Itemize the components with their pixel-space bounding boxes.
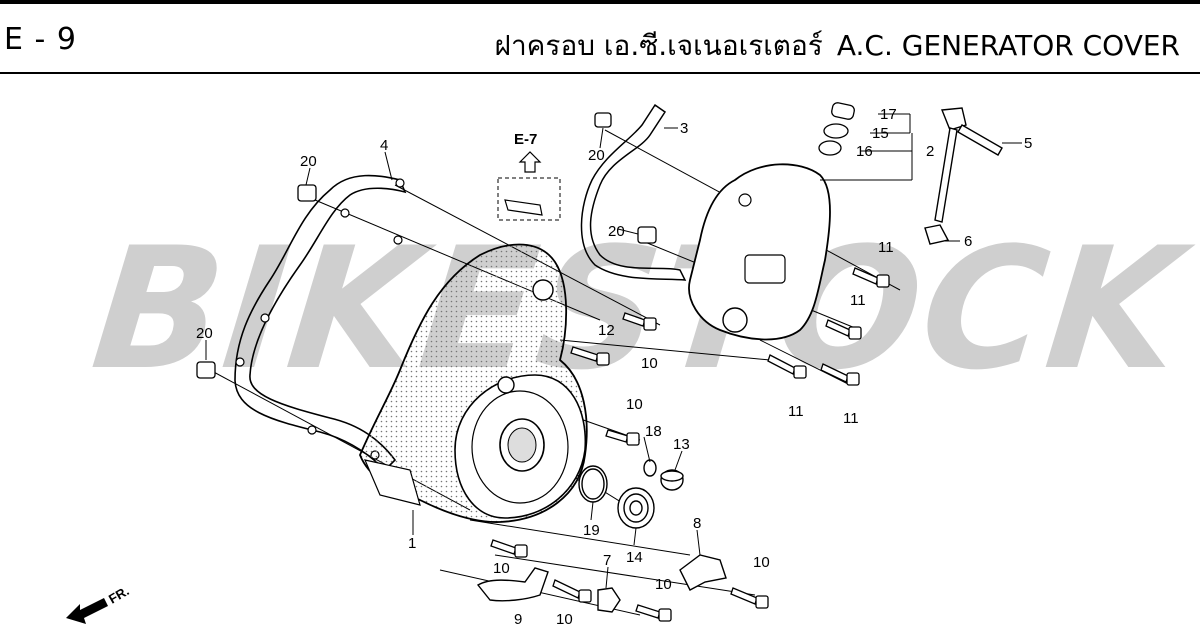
seals-and-plugs [578,459,684,529]
callout-10a: 10 [641,355,658,372]
callout-10d: 10 [556,611,573,624]
callout-10b: 10 [626,396,643,413]
exploded-parts-diagram: E-7 FR. 1 2 3 4 5 [66,102,1032,624]
callout-3: 3 [680,120,688,137]
callout-20c: 20 [588,147,605,164]
bolts [490,267,890,622]
sensor-lead [924,107,1003,245]
callout-9: 9 [514,611,522,624]
callout-1: 1 [408,535,416,552]
front-direction-indicator: FR. [66,583,132,624]
callout-5: 5 [1024,135,1032,152]
callout-4: 4 [380,137,388,154]
callout-14: 14 [626,549,643,566]
sub-cover-gasket [580,103,687,281]
callout-15: 15 [872,125,889,142]
callout-6: 6 [964,233,972,250]
callout-2: 2 [926,143,934,160]
callout-8: 8 [693,515,701,532]
front-direction-label: FR. [106,583,132,606]
callout-10e: 10 [655,576,672,593]
callout-labels: 1 2 3 4 5 6 7 8 9 10 10 10 10 10 10 11 1… [196,106,1032,624]
callout-leaders [205,113,1022,589]
callout-19: 19 [583,522,600,539]
callout-11d: 11 [843,410,859,427]
title-english: A.C. GENERATOR COVER [836,29,1180,62]
callout-13: 13 [673,436,690,453]
callout-18: 18 [645,423,662,440]
sensor-cover [688,163,831,341]
callout-10c: 10 [493,560,510,577]
callout-17: 17 [880,106,897,123]
dowel-pins [196,112,657,379]
rubber-seals [818,102,855,156]
callout-11c: 11 [788,403,804,420]
reference-label: E-7 [514,131,537,148]
callout-7: 7 [603,552,611,569]
page-title: ฝาครอบ เอ.ซี.เจเนอเรเตอร์ A.C. GENERATOR … [495,24,1180,68]
generator-cover [359,243,588,523]
page-code: E - 9 [4,22,77,57]
callout-10f: 10 [753,554,770,571]
callout-11b: 11 [850,292,866,309]
callout-20d: 20 [608,223,625,240]
callout-12: 12 [598,322,615,339]
title-thai: ฝาครอบ เอ.ซี.เจเนอเรเตอร์ [494,29,823,62]
callout-11a: 11 [878,239,894,256]
callout-20b: 20 [196,325,213,342]
reference-box: E-7 [497,131,561,221]
page-header: E - 9 ฝาครอบ เอ.ซี.เจเนอเรเตอร์ A.C. GENE… [0,0,1200,74]
brackets [476,554,727,613]
callout-16: 16 [856,143,873,160]
callout-20a: 20 [300,153,317,170]
